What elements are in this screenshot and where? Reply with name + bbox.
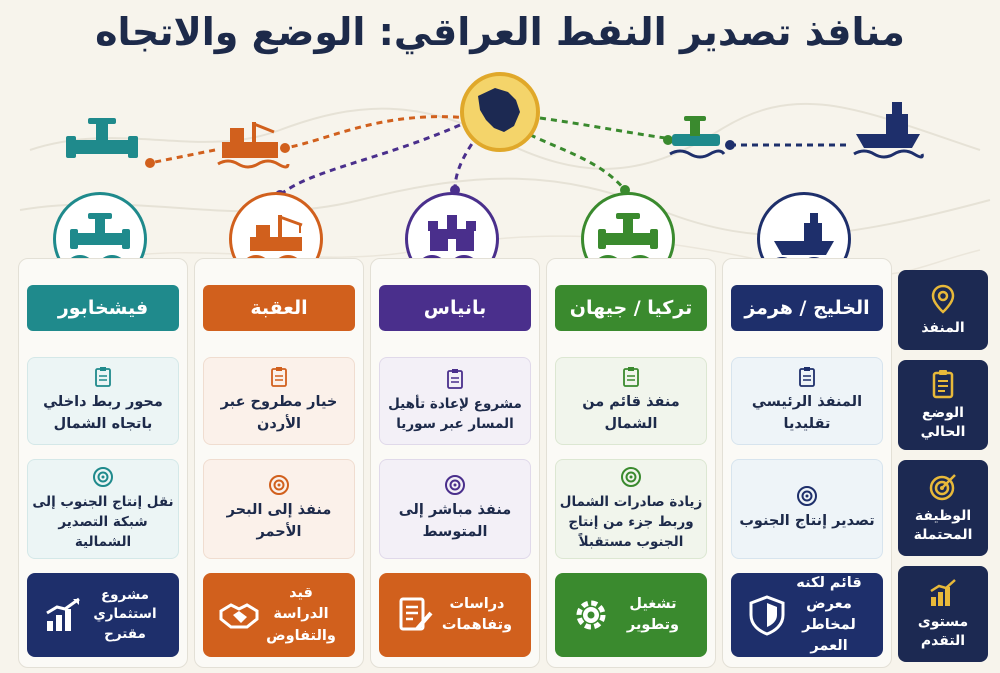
fishkhabour-progress-card: مشروع استثماري مقترح <box>27 573 179 657</box>
gear-icon <box>576 600 606 630</box>
fishkhabour-function-text: نقل إنتاج الجنوب إلى شبكة التصدير الشمال… <box>32 493 174 551</box>
fishkhabour-progress-text: مشروع استثماري مقترح <box>93 586 157 642</box>
banias-progress-text: دراسات وتفاهمات <box>441 595 513 633</box>
banias-header: بانياس <box>379 285 531 331</box>
turkey-ceyhan-function-text: زيادة صادرات الشمال وربط جزء من إنتاج ال… <box>559 493 703 551</box>
legend-current-status-label: الوضع الحالي <box>920 405 966 440</box>
banias-progress-card: دراسات وتفاهمات <box>379 573 531 657</box>
castle-icon <box>423 215 484 263</box>
column-banias: بانياس مشروع لإعادة تأهيل المسار عبر سور… <box>370 258 540 668</box>
banias-function-text: منفذ مباشر إلى المتوسط <box>398 502 512 540</box>
turkey-ceyhan-progress-card: تشغيل وتطوير <box>555 573 707 657</box>
shield-icon <box>749 595 785 636</box>
target-icon <box>269 475 289 496</box>
growth-chart-icon <box>46 597 80 631</box>
legend-potential-function-label: الوظيفة المحتملة <box>913 508 973 543</box>
turkey-ceyhan-progress-text: تشغيل وتطوير <box>626 595 680 633</box>
aqaba-header: العقبة <box>203 285 355 331</box>
gulf-hormuz-function-text: تصدير إنتاج الجنوب <box>739 513 875 530</box>
legend-port: المنفذ <box>898 270 988 350</box>
aqaba-function-card: منفذ إلى البحر الأحمر <box>203 459 355 559</box>
target-icon <box>621 466 641 487</box>
gulf-hormuz-header: الخليج / هرمز <box>731 285 883 331</box>
legend-progress-level: مستوى التقدم <box>898 566 988 662</box>
clipboard-icon <box>271 367 287 388</box>
aqaba-status-card: خيار مطروح عبر الأردن <box>203 357 355 445</box>
clipboard-icon <box>447 368 463 389</box>
legend-progress-level-label: مستوى التقدم <box>917 614 969 649</box>
turkey-ceyhan-status-text: منفذ قائم من الشمال <box>582 394 680 432</box>
legend-current-status: الوضع الحالي <box>898 360 988 450</box>
gulf-hormuz-progress-card: قائم لكنه معرض لمخاطر العمر <box>731 573 883 657</box>
target-icon <box>93 466 113 487</box>
target-icon <box>445 475 465 496</box>
banias-function-card: منفذ مباشر إلى المتوسط <box>379 459 531 559</box>
fishkhabour-header: فيشخابور <box>27 285 179 331</box>
location-pin-icon <box>931 284 955 314</box>
column-fishkhabour: فيشخابور محور ربط داخلي باتجاه الشمال نق… <box>18 258 188 668</box>
aqaba-status-text: خيار مطروح عبر الأردن <box>220 394 338 432</box>
gulf-hormuz-progress-text: قائم لكنه معرض لمخاطر العمر <box>796 574 862 655</box>
column-turkey-ceyhan: تركيا / جيهان منفذ قائم من الشمال زيادة … <box>546 258 716 668</box>
column-gulf-hormuz: الخليج / هرمز المنفذ الرئيسي تقليديا تصد… <box>722 258 892 668</box>
legend-port-label: المنفذ <box>921 319 965 336</box>
document-pen-icon <box>399 597 433 631</box>
column-aqaba: العقبة خيار مطروح عبر الأردن منفذ إلى ال… <box>194 258 364 668</box>
banias-status-card: مشروع لإعادة تأهيل المسار عبر سوريا <box>379 357 531 445</box>
target-icon <box>929 474 956 501</box>
fishkhabour-function-card: نقل إنتاج الجنوب إلى شبكة التصدير الشمال… <box>27 459 179 559</box>
fishkhabour-status-card: محور ربط داخلي باتجاه الشمال <box>27 357 179 445</box>
gulf-hormuz-function-card: تصدير إنتاج الجنوب <box>731 459 883 559</box>
aqaba-function-text: منفذ إلى البحر الأحمر <box>226 502 332 540</box>
gulf-hormuz-status-text: المنفذ الرئيسي تقليديا <box>751 394 863 432</box>
page-title: منافذ تصدير النفط العراقي: الوضع والاتجا… <box>95 10 905 54</box>
background-map <box>19 102 991 277</box>
handshake-icon <box>219 603 259 629</box>
turkey-ceyhan-header: تركيا / جيهان <box>555 285 707 331</box>
clipboard-icon <box>623 367 639 388</box>
aqaba-progress-card: قيد الدراسة والتفاوض <box>203 573 355 657</box>
clipboard-icon <box>932 370 954 399</box>
banias-status-text: مشروع لإعادة تأهيل المسار عبر سوريا <box>388 395 522 432</box>
turkey-ceyhan-function-card: زيادة صادرات الشمال وربط جزء من إنتاج ال… <box>555 459 707 559</box>
bar-chart-icon <box>930 579 956 607</box>
turkey-ceyhan-status-card: منفذ قائم من الشمال <box>555 357 707 445</box>
legend-potential-function: الوظيفة المحتملة <box>898 460 988 556</box>
fishkhabour-status-text: محور ربط داخلي باتجاه الشمال <box>43 394 163 432</box>
target-icon <box>797 486 817 507</box>
gulf-hormuz-status-card: المنفذ الرئيسي تقليديا <box>731 357 883 445</box>
clipboard-icon <box>95 367 111 388</box>
aqaba-progress-text: قيد الدراسة والتفاوض <box>266 585 336 644</box>
clipboard-icon <box>799 367 815 388</box>
